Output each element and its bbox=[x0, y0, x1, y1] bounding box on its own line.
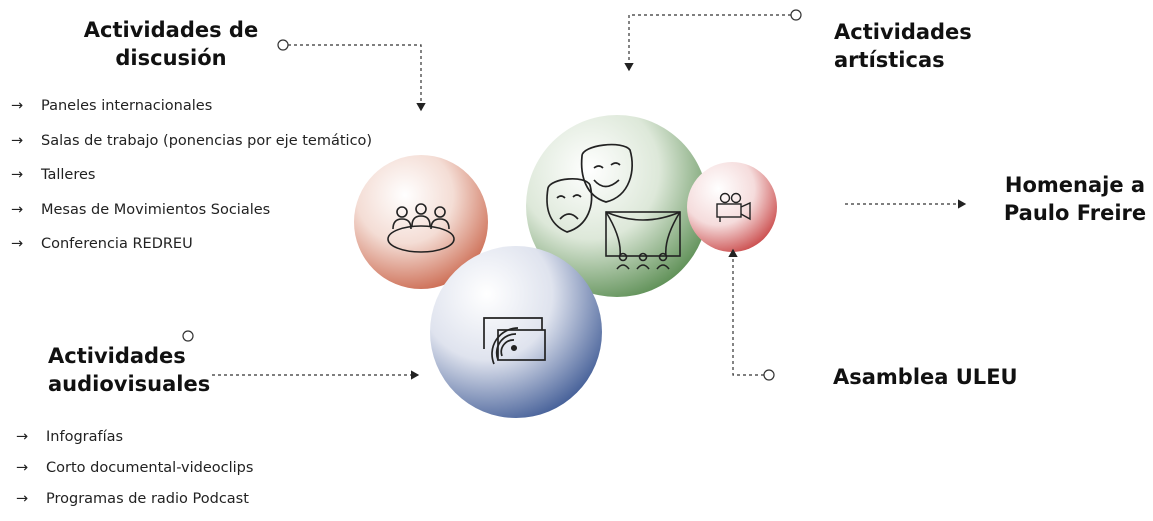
arrow-icon: → bbox=[11, 132, 24, 149]
list-item-label: Programas de radio Podcast bbox=[46, 491, 249, 507]
title-artisticas-line2: artísticas bbox=[834, 48, 945, 72]
title-audiovisuales: Actividades audiovisuales bbox=[48, 342, 210, 398]
title-asamblea: Asamblea ULEU bbox=[833, 363, 1018, 391]
bubble-artisticas bbox=[526, 115, 708, 297]
arrow-icon: → bbox=[11, 236, 24, 252]
bubble-homenaje bbox=[687, 162, 777, 252]
title-homenaje-line1: Homenaje a bbox=[1004, 173, 1146, 197]
arrow-icon: → bbox=[16, 491, 29, 507]
list-item-label: Mesas de Movimientos Sociales bbox=[41, 201, 271, 218]
connector-discusion bbox=[277, 39, 426, 112]
title-artisticas: Actividades artísticas bbox=[834, 18, 972, 74]
bubble-audiovisuales bbox=[430, 246, 602, 418]
list-discusion: → Paneles internacionales → Salas de traba… bbox=[11, 97, 372, 270]
list-item: → Corto documental-videoclips bbox=[16, 459, 253, 490]
connector-artisticas bbox=[624, 9, 802, 72]
list-item: → Conferencia REDREU bbox=[11, 235, 372, 270]
title-discusion: Actividades de discusión bbox=[81, 16, 261, 72]
theater-masks-icon bbox=[546, 143, 634, 233]
arrow-icon: → bbox=[16, 460, 29, 476]
list-item-label: Corto documental-videoclips bbox=[46, 460, 254, 476]
arrow-icon: → bbox=[11, 167, 24, 183]
title-discusion-line1: Actividades de bbox=[83, 18, 259, 42]
connector-audiovisuales bbox=[182, 330, 420, 380]
list-item-label: Conferencia REDREU bbox=[41, 236, 193, 252]
wireless-screen-icon bbox=[483, 317, 546, 365]
list-item: → Talleres bbox=[11, 166, 372, 201]
list-item-label: Paneles internacionales bbox=[41, 98, 213, 114]
title-audiovisuales-line2: audiovisuales bbox=[48, 372, 211, 396]
list-item: → Salas de trabajo (ponencias por eje tem… bbox=[11, 132, 372, 167]
list-item-label: Talleres bbox=[41, 167, 96, 183]
list-item-label: Infografías bbox=[46, 429, 124, 445]
list-item: → Infografías bbox=[16, 428, 253, 459]
film-camera-icon bbox=[716, 192, 751, 222]
bubble-discusion bbox=[354, 155, 488, 289]
connector-asamblea bbox=[728, 248, 775, 381]
title-asamblea-text: Asamblea ULEU bbox=[833, 365, 1018, 389]
arrow-icon: → bbox=[11, 201, 24, 218]
title-artisticas-line1: Actividades bbox=[834, 20, 972, 44]
arrow-icon: → bbox=[16, 429, 29, 445]
meeting-table-icon bbox=[387, 203, 455, 253]
list-item: → Mesas de Movimientos Sociales bbox=[11, 201, 372, 236]
theater-stage-icon bbox=[605, 211, 681, 270]
title-audiovisuales-line1: Actividades bbox=[48, 344, 186, 368]
list-item-label: Salas de trabajo (ponencias por eje temá… bbox=[41, 132, 373, 149]
list-item: → Paneles internacionales bbox=[11, 97, 372, 132]
arrow-icon: → bbox=[11, 98, 24, 114]
list-item: → Programas de radio Podcast bbox=[16, 490, 253, 521]
title-discusion-line2: discusión bbox=[115, 46, 227, 70]
list-audiovisuales: → Infografías → Corto documental-videoclip… bbox=[16, 428, 253, 521]
title-homenaje: Homenaje a Paulo Freire bbox=[1000, 171, 1150, 227]
title-homenaje-line2: Paulo Freire bbox=[1003, 201, 1147, 225]
